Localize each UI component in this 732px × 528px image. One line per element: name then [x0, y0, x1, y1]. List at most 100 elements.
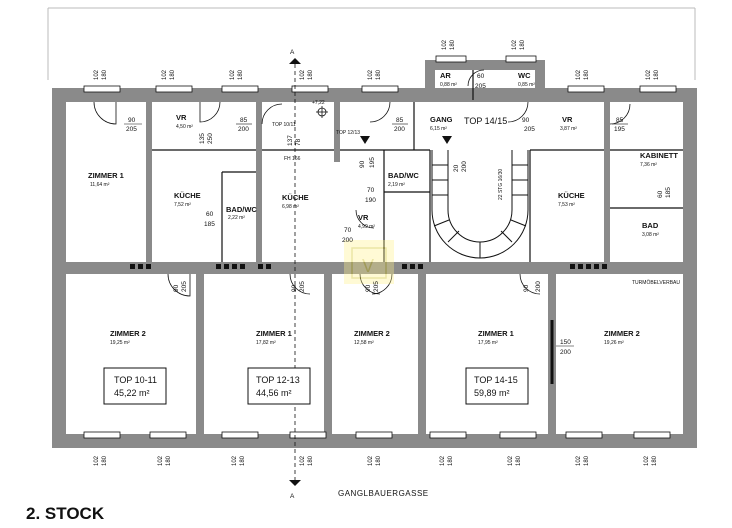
unit-tag: TOP 12/13	[336, 130, 360, 136]
room-area: 11,64 m²	[90, 182, 110, 188]
floor-heading: 2. STOCK	[26, 504, 105, 523]
svg-text:200: 200	[535, 281, 542, 292]
svg-text:205: 205	[299, 281, 306, 292]
unit-name: TOP 12-13	[256, 375, 300, 385]
svg-text:185: 185	[204, 221, 215, 228]
svg-text:70: 70	[344, 227, 352, 234]
svg-text:102: 102	[300, 69, 306, 80]
room-area: 17,95 m²	[478, 340, 498, 346]
svg-text:190: 190	[365, 197, 376, 204]
svg-text:180: 180	[448, 455, 454, 466]
room-name: VR	[562, 115, 573, 124]
section-label-bottom: A	[290, 493, 295, 500]
svg-text:180: 180	[240, 455, 246, 466]
room-name: BAD	[642, 221, 659, 230]
unit-name: TOP 10-11	[114, 375, 157, 385]
svg-text:60: 60	[477, 73, 485, 80]
svg-text:180: 180	[520, 39, 526, 50]
door-dimensions: 90 205 85 200 85 200 85 195 90 205 60 20…	[124, 73, 672, 356]
room-name: VR	[176, 113, 187, 122]
room-area: 2,22 m²	[228, 215, 245, 221]
fh-note: FH 166	[284, 156, 301, 162]
room-name: KÜCHE	[174, 191, 201, 200]
svg-text:102: 102	[162, 69, 168, 80]
unit-box-top-12-13: TOP 12-13 44,56 m²	[247, 367, 311, 405]
svg-text:102: 102	[646, 69, 652, 80]
room-labels: ZIMMER 1 11,64 m² VR 4,50 m² KÜCHE 7,52 …	[88, 71, 678, 346]
svg-text:180: 180	[584, 455, 590, 466]
interior-partitions	[152, 70, 683, 262]
svg-text:102: 102	[442, 39, 448, 50]
svg-text:90: 90	[173, 284, 180, 292]
room-name: KÜCHE	[558, 191, 585, 200]
room-name: KÜCHE	[282, 193, 309, 202]
svg-text:180: 180	[166, 455, 172, 466]
room-area: 7,53 m²	[558, 202, 575, 208]
svg-text:200: 200	[560, 349, 571, 356]
svg-text:20: 20	[453, 164, 460, 172]
room-name: BAD/WC	[388, 171, 419, 180]
svg-text:200: 200	[342, 237, 353, 244]
room-name: KABINETT	[640, 151, 678, 160]
svg-text:102: 102	[368, 69, 374, 80]
svg-text:85: 85	[396, 117, 404, 124]
svg-text:185: 185	[665, 187, 672, 198]
svg-text:180: 180	[654, 69, 660, 80]
svg-text:200: 200	[461, 161, 468, 172]
section-arrow-top	[289, 58, 301, 64]
room-name: ZIMMER 2	[110, 329, 146, 338]
stair-note: 22 STG 16/30	[498, 169, 504, 200]
svg-text:180: 180	[584, 69, 590, 80]
svg-text:200: 200	[238, 126, 249, 133]
svg-text:102: 102	[576, 455, 582, 466]
svg-text:137: 137	[287, 135, 294, 146]
unit-area: 44,56 m²	[256, 388, 292, 398]
chimney-flues	[130, 264, 607, 269]
svg-text:180: 180	[102, 455, 108, 466]
room-name: ZIMMER 1	[88, 171, 124, 180]
room-area: 0,85 m²	[518, 82, 535, 88]
svg-text:205: 205	[373, 281, 380, 292]
svg-text:85: 85	[616, 117, 624, 124]
room-name: VR	[358, 213, 369, 222]
room-area: 6,98 m²	[282, 204, 299, 210]
svg-text:102: 102	[644, 455, 650, 466]
room-area: 4,99 m²	[358, 224, 375, 230]
room-area: 6,15 m²	[430, 126, 447, 132]
svg-text:60: 60	[206, 211, 214, 218]
unit-box-top-10-11: TOP 10-11 45,22 m²	[103, 367, 167, 405]
logo-watermark: V	[344, 240, 394, 284]
unit-area: 59,89 m²	[474, 388, 510, 398]
svg-text:102: 102	[94, 455, 100, 466]
svg-text:180: 180	[376, 69, 382, 80]
room-name: WC	[518, 71, 531, 80]
svg-text:195: 195	[614, 126, 625, 133]
room-area: 7,52 m²	[174, 202, 191, 208]
svg-text:60: 60	[657, 190, 664, 198]
svg-text:90: 90	[291, 284, 298, 292]
window-dimensions: 102 180 102 180 102 180 102 180 102 180 …	[94, 39, 660, 466]
svg-text:180: 180	[102, 69, 108, 80]
furniture-note: TURMÖBELVERBAU	[632, 279, 680, 286]
svg-text:102: 102	[508, 455, 514, 466]
svg-text:102: 102	[512, 39, 518, 50]
svg-text:102: 102	[158, 455, 164, 466]
svg-text:180: 180	[170, 69, 176, 80]
svg-text:205: 205	[181, 281, 188, 292]
svg-text:102: 102	[368, 455, 374, 466]
section-label-top: A	[290, 49, 295, 56]
svg-text:180: 180	[516, 455, 522, 466]
street-name: GANGLBAUERGASSE	[338, 489, 429, 498]
room-area: 2,19 m²	[388, 182, 405, 188]
room-area: 4,50 m²	[176, 124, 193, 130]
svg-text:180: 180	[308, 69, 314, 80]
unit-area: 45,22 m²	[114, 388, 150, 398]
svg-text:195: 195	[369, 157, 376, 168]
svg-text:180: 180	[376, 455, 382, 466]
room-name: BAD/WC	[226, 205, 257, 214]
room-name: GANG	[430, 115, 453, 124]
room-name: ZIMMER 1	[256, 329, 292, 338]
section-arrow-bottom	[289, 480, 301, 486]
svg-text:205: 205	[126, 126, 137, 133]
